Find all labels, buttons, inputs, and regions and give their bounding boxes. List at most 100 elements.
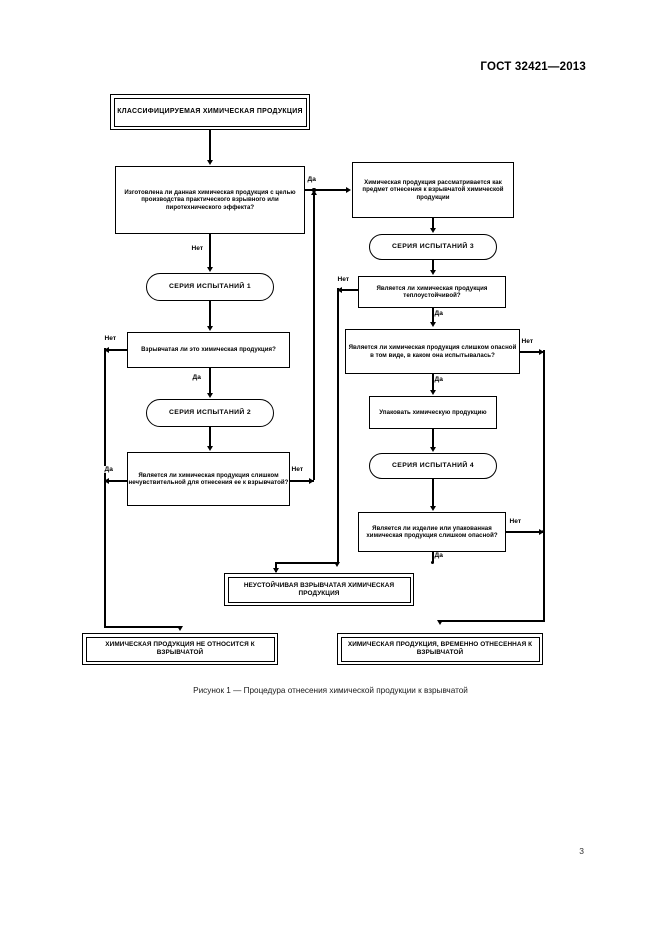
connector-ts4-to-packaged <box>432 479 434 506</box>
label-thermal-no: Нет <box>337 276 350 283</box>
connector-left-trunk <box>104 348 106 628</box>
connector-too-dangerous-yes <box>432 374 434 390</box>
arrowhead-into-unstable-box <box>272 568 279 573</box>
node-result-provisional[interactable]: ХИМИЧЕСКАЯ ПРОДУКЦИЯ, ВРЕМЕННО ОТНЕСЕННА… <box>337 633 543 665</box>
node-test-series-2[interactable]: СЕРИЯ ИСПЫТАНИЙ 2 <box>146 399 274 427</box>
connector-too-dangerous-no <box>520 351 544 353</box>
label-packaged-yes: Да <box>434 552 444 559</box>
junction-right-trunk-packaged <box>541 529 545 533</box>
connector-start-to-manufactured <box>209 130 211 161</box>
node-test-series-1[interactable]: СЕРИЯ ИСПЫТАНИЙ 1 <box>146 273 274 301</box>
connector-ts3-to-thermal <box>432 260 434 271</box>
node-start[interactable]: КЛАССИФИЦИРУЕМАЯ ХИМИЧЕСКАЯ ПРОДУКЦИЯ <box>110 94 310 130</box>
arrowhead-packaged-no <box>539 528 544 535</box>
connector-thermal-yes <box>432 308 434 323</box>
page-number: 3 <box>579 846 584 856</box>
arrowhead-insensitive-yes <box>104 477 109 484</box>
node-pack-product[interactable]: Упаковать химическую продукцию <box>369 396 497 429</box>
node-question-is-explosive-label: Взрывчатая ли это химическая продукция? <box>141 346 276 354</box>
label-is-explosive-yes: Да <box>192 374 202 381</box>
connector-packaged-no <box>506 531 544 533</box>
label-too-dangerous-yes: Да <box>434 376 444 383</box>
node-question-packaged-too-dangerous[interactable]: Является ли изделие или упакованная хими… <box>358 512 506 552</box>
connector-pack-to-ts4 <box>432 429 434 447</box>
connector-is-explosive-no <box>105 349 127 351</box>
node-test-series-4[interactable]: СЕРИЯ ИСПЫТАНИЙ 4 <box>369 453 497 479</box>
connector-packaged-yes <box>432 552 434 563</box>
label-is-explosive-no: Нет <box>104 335 117 342</box>
label-too-dangerous-no: Нет <box>521 338 534 345</box>
node-question-too-dangerous-as-tested[interactable]: Является ли химическая продукция слишком… <box>345 329 520 374</box>
node-candidate-explosive[interactable]: Химическая продукция рассматривается как… <box>352 162 514 218</box>
junction-manufactured-yes <box>312 188 316 192</box>
node-question-thermally-stable-label: Является ли химическая продукция теплоус… <box>376 284 488 299</box>
arrowhead-ts3-to-thermal <box>429 270 436 275</box>
node-test-series-1-label: СЕРИЯ ИСПЫТАНИЙ 1 <box>169 282 251 290</box>
node-result-unstable[interactable]: НЕУСТОЙЧИВАЯ ВЗРЫВЧАТАЯ ХИМИЧЕСКАЯ ПРОДУ… <box>224 573 414 606</box>
node-result-provisional-label: ХИМИЧЕСКАЯ ПРОДУКЦИЯ, ВРЕМЕННО ОТНЕСЕННА… <box>347 641 533 656</box>
connector-right-trunk-base <box>440 620 545 622</box>
node-result-unstable-label: НЕУСТОЙЧИВАЯ ВЗРЫВЧАТАЯ ХИМИЧЕСКАЯ ПРОДУ… <box>243 581 395 597</box>
arrowhead-insensitive-yes-riser <box>310 190 317 195</box>
arrowhead-ts2-to-insensitive <box>206 446 213 451</box>
node-question-is-explosive[interactable]: Взрывчатая ли это химическая продукция? <box>127 332 290 368</box>
arrowhead-manufactured-yes <box>346 186 351 193</box>
node-question-thermally-stable[interactable]: Является ли химическая продукция теплоус… <box>358 276 506 308</box>
arrowhead-ts4-to-packaged <box>429 506 436 511</box>
arrowhead-thermal-yes <box>429 322 436 327</box>
arrowhead-ts1-to-is-explosive <box>206 326 213 331</box>
arrowhead-is-explosive-yes <box>206 393 213 398</box>
connector-manufactured-yes <box>305 189 349 191</box>
node-question-too-insensitive[interactable]: Является ли химическая продукция слишком… <box>127 452 290 506</box>
arrowhead-too-dangerous-yes <box>429 390 436 395</box>
node-result-not-explosive[interactable]: ХИМИЧЕСКАЯ ПРОДУКЦИЯ НЕ ОТНОСИТСЯ К ВЗРЫ… <box>82 633 278 665</box>
node-test-series-3-label: СЕРИЯ ИСПЫТАНИЙ 3 <box>392 242 474 250</box>
node-question-manufactured-label: Изготовлена ли данная химическая продукц… <box>124 188 296 211</box>
connector-into-unstable-box <box>275 562 277 572</box>
connector-ts2-to-insensitive <box>209 427 211 447</box>
arrowhead-too-dangerous-no <box>539 348 544 355</box>
node-test-series-3[interactable]: СЕРИЯ ИСПЫТАНИЙ 3 <box>369 234 497 260</box>
label-insensitive-no: Нет <box>291 466 304 473</box>
standard-header: ГОСТ 32421—2013 <box>480 61 586 73</box>
connector-manufactured-no <box>209 234 211 268</box>
arrowhead-manufactured-no <box>206 267 213 272</box>
connector-thermal-no <box>338 289 359 291</box>
arrowhead-insensitive-no <box>309 477 314 484</box>
connector-insensitive-no <box>290 480 314 482</box>
label-manufactured-no: Нет <box>191 245 204 252</box>
connector-candidate-to-ts3 <box>432 218 434 229</box>
node-question-too-dangerous-as-tested-label: Является ли химическая продукция слишком… <box>348 344 517 359</box>
node-question-manufactured[interactable]: Изготовлена ли данная химическая продукц… <box>115 166 305 234</box>
node-result-not-explosive-label: ХИМИЧЕСКАЯ ПРОДУКЦИЯ НЕ ОТНОСИТСЯ К ВЗРЫ… <box>105 641 255 656</box>
connector-unstable-trunk-base <box>276 562 338 564</box>
node-pack-product-label: Упаковать химическую продукцию <box>379 408 487 416</box>
connector-right-trunk <box>543 350 545 622</box>
node-question-too-insensitive-label: Является ли химическая продукция слишком… <box>128 471 289 486</box>
label-thermal-yes: Да <box>434 310 444 317</box>
node-start-label: КЛАССИФИЦИРУЕМАЯ ХИМИЧЕСКАЯ ПРОДУКЦИЯ <box>117 107 303 115</box>
connector-insensitive-yes-riser <box>313 190 315 480</box>
arrowhead-unstable-trunk <box>334 562 341 567</box>
node-candidate-explosive-label: Химическая продукция рассматривается как… <box>362 178 504 201</box>
arrowhead-pack-to-ts4 <box>429 447 436 452</box>
label-packaged-no: Нет <box>509 518 522 525</box>
flowchart-figure: КЛАССИФИЦИРУЕМАЯ ХИМИЧЕСКАЯ ПРОДУКЦИЯ Из… <box>82 94 545 665</box>
connector-is-explosive-yes <box>209 368 211 394</box>
node-question-packaged-too-dangerous-label: Является ли изделие или упакованная хими… <box>366 524 498 539</box>
junction-unstable-base <box>431 561 435 565</box>
node-test-series-2-label: СЕРИЯ ИСПЫТАНИЙ 2 <box>169 408 251 416</box>
arrowhead-start-to-manufactured <box>206 160 213 165</box>
connector-unstable-trunk <box>337 288 339 564</box>
arrowhead-thermal-no <box>337 286 342 293</box>
arrowhead-candidate-to-ts3 <box>429 228 436 233</box>
node-test-series-4-label: СЕРИЯ ИСПЫТАНИЙ 4 <box>392 461 474 469</box>
label-insensitive-yes: Да <box>104 466 114 473</box>
connector-ts1-to-is-explosive <box>209 301 211 327</box>
connector-left-trunk-to-result <box>104 626 180 628</box>
figure-caption: Рисунок 1 — Процедура отнесения химическ… <box>193 686 468 695</box>
connector-insensitive-yes <box>105 480 127 482</box>
arrowhead-is-explosive-no <box>104 346 109 353</box>
arrowhead-right-trunk-to-result <box>437 620 444 625</box>
